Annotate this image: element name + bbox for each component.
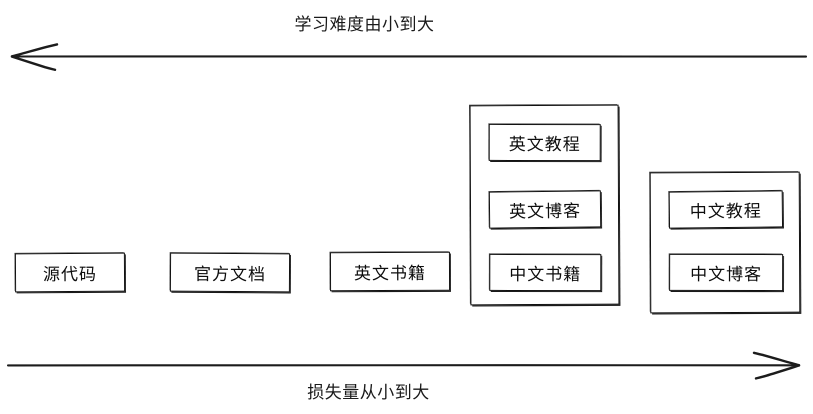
item-label: 源代码: [42, 264, 98, 285]
item-label: 英文博客: [508, 201, 582, 222]
item-box-chinese-books[interactable]: 中文书籍: [489, 253, 602, 292]
item-box-english-tutorial[interactable]: 英文教程: [488, 123, 601, 162]
item-label: 中文教程: [689, 201, 762, 222]
group-chinese: 中文教程 中文博客: [649, 171, 801, 314]
item-label: 英文教程: [508, 134, 581, 155]
item-box-english-blog[interactable]: 英文博客: [488, 190, 602, 229]
bottom-axis-label: 损失量从小到大: [307, 383, 430, 402]
top-axis-label: 学习难度由小到大: [294, 15, 435, 34]
item-box-official-docs[interactable]: 官方文档: [169, 252, 291, 293]
item-box-chinese-blog[interactable]: 中文博客: [669, 253, 784, 292]
item-label: 中文书籍: [509, 264, 582, 285]
item-label: 中文博客: [690, 264, 763, 285]
item-box-english-books[interactable]: 英文书籍: [329, 251, 451, 292]
item-box-source-code[interactable]: 源代码: [14, 252, 126, 293]
item-box-chinese-tutorial[interactable]: 中文教程: [668, 190, 784, 229]
arrow-left-icon: [10, 43, 808, 71]
item-label: 英文书籍: [353, 263, 427, 284]
item-label: 官方文档: [193, 264, 267, 285]
group-english-mixed: 英文教程 英文博客 中文书籍: [469, 104, 620, 306]
